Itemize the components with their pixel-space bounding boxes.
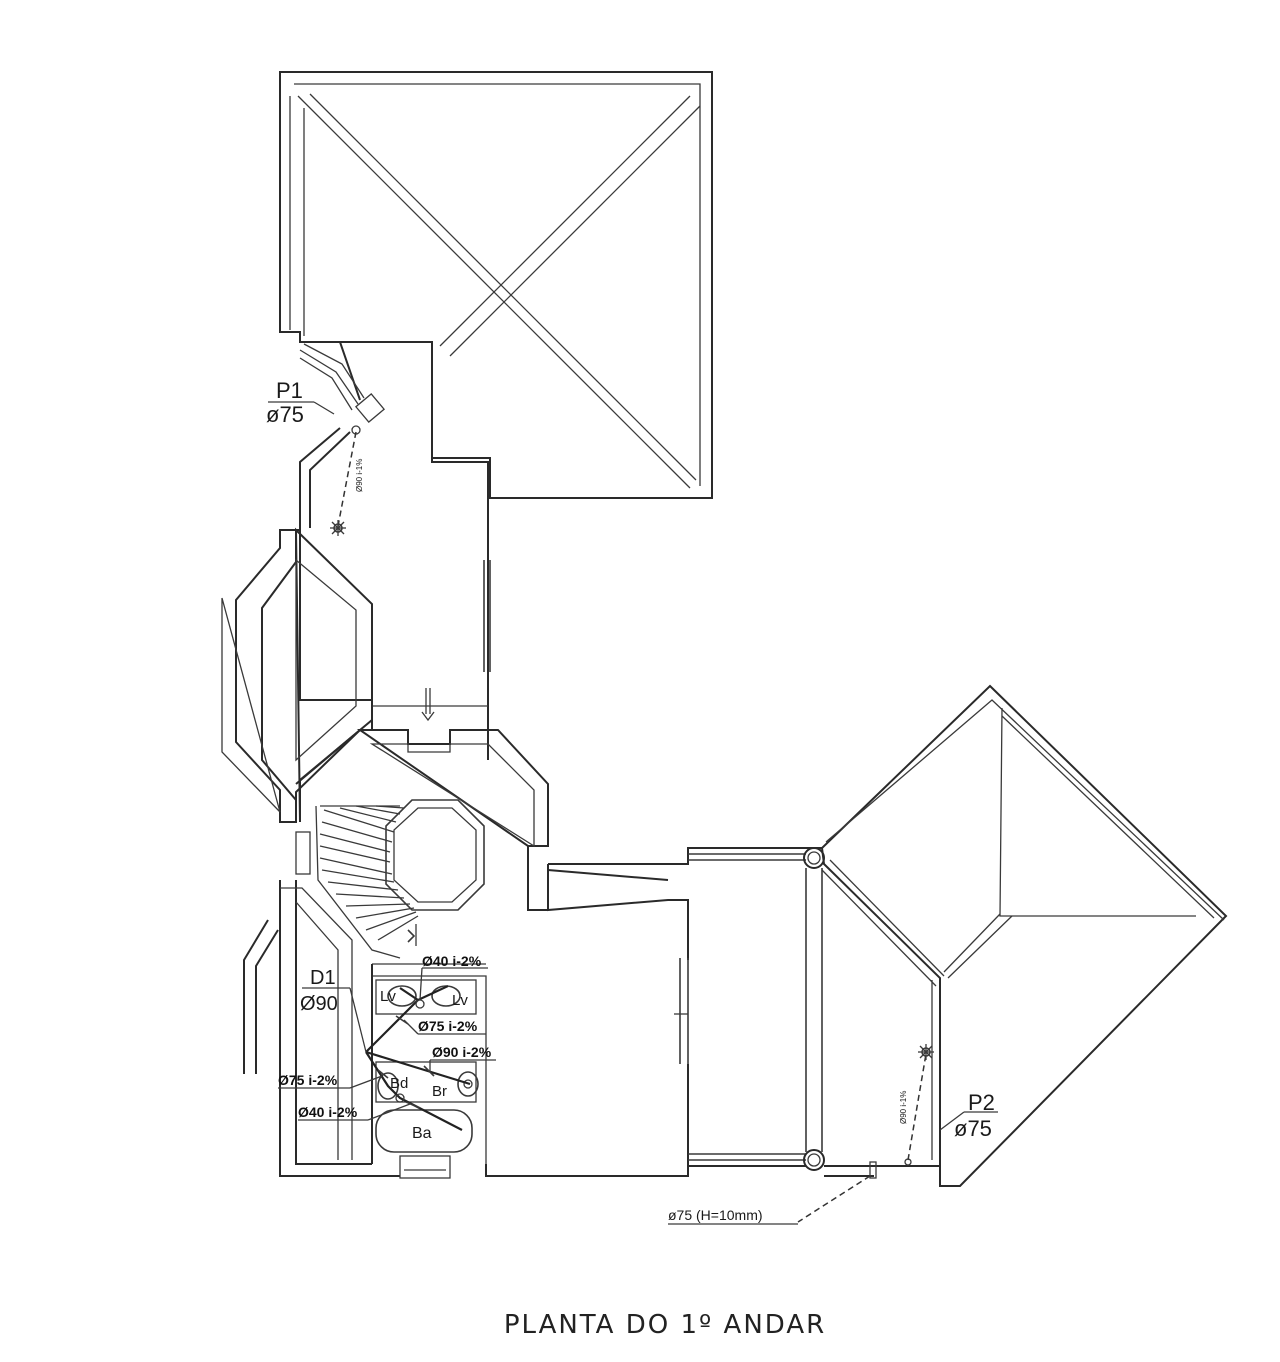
outlet-callout: ø75 (H=10mm) <box>668 1175 871 1225</box>
pipe-label-40-left: Ø40 i-2% <box>298 1104 358 1120</box>
fixture-ba: Ba <box>412 1125 432 1142</box>
outlet-label: ø75 (H=10mm) <box>668 1207 763 1223</box>
pipe-label-90: Ø90 i-2% <box>432 1044 492 1060</box>
d1-id: D1 <box>310 967 336 989</box>
slope-label-p2: Ø90 i-1% <box>899 1091 908 1124</box>
pipe-label-75-mid: Ø75 i-2% <box>418 1018 478 1034</box>
p2-id: P2 <box>968 1090 995 1115</box>
octagon-stair <box>295 688 549 959</box>
fixture-br: Br <box>432 1083 447 1100</box>
downpipe-p2: Ø90 i-1% P2 ø75 <box>899 1044 998 1166</box>
drain-pipes <box>365 985 471 1131</box>
bathroom-fixtures: Lv Lv Bd Br Ba <box>375 979 479 1153</box>
roof-top <box>279 71 713 499</box>
d1-diameter: Ø90 <box>300 993 338 1015</box>
downpipe-p1: Ø90 i-1% P1 ø75 <box>266 343 386 536</box>
left-bay <box>221 527 373 823</box>
lower-left-walls <box>243 880 487 1179</box>
pipe-label-40-top: Ø40 i-2% <box>422 953 482 969</box>
p2-diameter: ø75 <box>954 1116 992 1141</box>
fixture-lv-2: Lv <box>452 992 468 1009</box>
d1-callout: D1 Ø90 <box>300 967 367 1053</box>
p1-id: P1 <box>276 378 303 403</box>
fixture-bd: Bd <box>390 1075 408 1092</box>
central-room <box>485 847 822 1177</box>
p1-diameter: ø75 <box>266 402 304 427</box>
pipe-label-75-left: Ø75 i-2% <box>278 1072 338 1088</box>
pipe-labels: Ø40 i-2% Ø75 i-2% Ø90 i-2% Ø75 i-2% Ø40 … <box>278 953 496 1121</box>
roof-right <box>820 684 1228 1187</box>
slope-label-p1: Ø90 i-1% <box>355 459 364 492</box>
right-room <box>688 847 940 1179</box>
fixture-lv-1: Lv <box>380 988 396 1005</box>
plan-title: PLANTA DO 1º ANDAR <box>503 1310 827 1340</box>
